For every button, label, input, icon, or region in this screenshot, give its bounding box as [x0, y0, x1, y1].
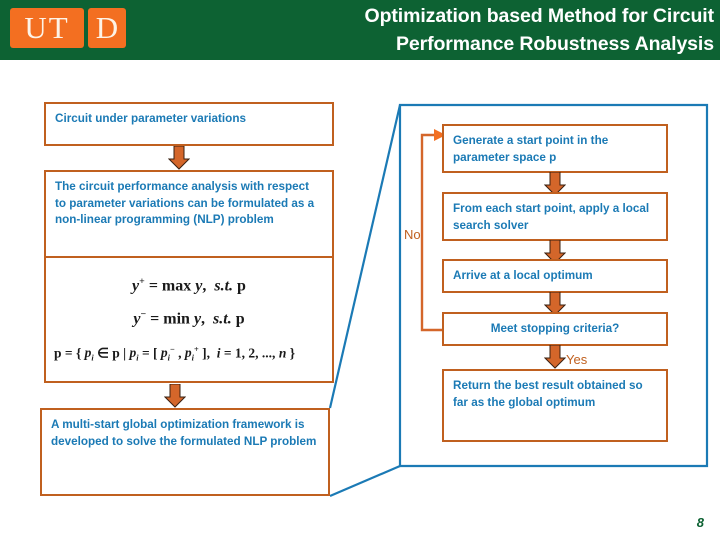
- equation-y-minus: y− = min y, s.t. p: [133, 308, 245, 328]
- box-circuit-under-parameter-variations: Circuit under parameter variations: [44, 102, 334, 146]
- loopback-path: [420, 133, 442, 332]
- down-arrow-icon: [544, 240, 566, 264]
- down-arrow-icon: [164, 384, 186, 408]
- equation-parameter-set: p = { pi ∈ p | pi = [ pi− , pi+ ], i = 1…: [54, 344, 296, 363]
- callout-diagonal-top: [328, 104, 402, 409]
- box-generate-start-point: Generate a start point in the parameter …: [442, 124, 668, 173]
- slide-title-line-1: Optimization based Method for Circuit: [364, 5, 715, 27]
- box-arrive-local-optimum: Arrive at a local optimum: [442, 259, 668, 293]
- box-return-best-result: Return the best result obtained so far a…: [442, 369, 668, 442]
- flow-label-no: No: [404, 227, 421, 242]
- box-equations: y+ = max y, s.t. p y− = min y, s.t. p p …: [44, 258, 334, 383]
- down-arrow-icon: [544, 172, 566, 196]
- equation-y-plus: y+ = max y, s.t. p: [132, 276, 246, 295]
- logo-block-d: D: [88, 8, 126, 48]
- utd-logo: UT D: [10, 8, 126, 48]
- box-local-search-solver: From each start point, apply a local sea…: [442, 192, 668, 241]
- box-meet-stopping-criteria: Meet stopping criteria?: [442, 312, 668, 346]
- slide-title-line-2: Performance Robustness Analysis: [395, 33, 714, 55]
- flow-label-yes: Yes: [566, 352, 588, 367]
- page-number: 8: [696, 515, 704, 530]
- logo-block-ut: UT: [10, 8, 84, 48]
- down-arrow-icon: [544, 345, 566, 369]
- box-nlp-formulation: The circuit performance analysis with re…: [44, 170, 334, 258]
- callout-diagonal-bottom: [329, 464, 401, 498]
- down-arrow-icon: [168, 146, 190, 170]
- slide-title: Optimization based Method for Circuit Pe…: [244, 2, 715, 58]
- box-multistart-framework: A multi-start global optimization framew…: [40, 408, 330, 496]
- down-arrow-icon: [544, 292, 566, 316]
